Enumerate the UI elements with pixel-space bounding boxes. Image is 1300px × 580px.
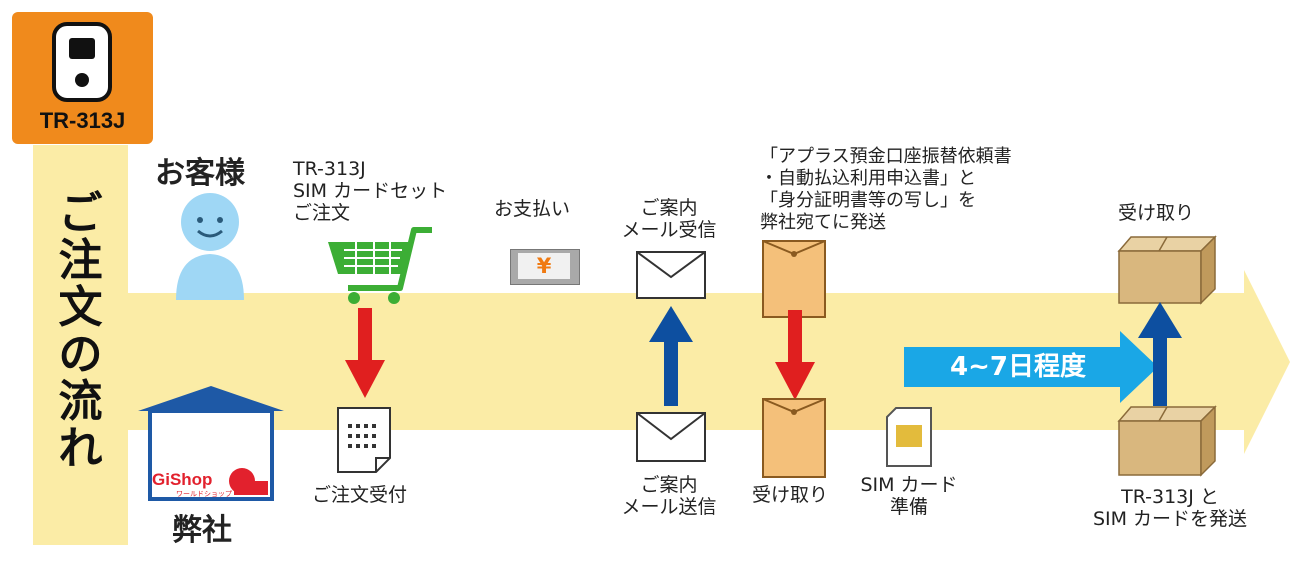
device-icon [52, 22, 112, 102]
red-arrow-docs [775, 310, 815, 400]
duration-label: 4~7日程度 [950, 352, 1086, 382]
company-house-icon [138, 386, 284, 501]
docs-envelope-icon-top [762, 240, 826, 318]
sim-prepare-label: SIM カード 準備 [860, 474, 958, 518]
package-icon-top [1117, 235, 1217, 305]
blue-arrow-mail [649, 306, 693, 406]
order-label: TR-313J SIM カードセット ご注文 [293, 158, 448, 224]
blue-arrow-delivery [1138, 302, 1182, 406]
duration-arrow [904, 331, 1158, 403]
order-form-icon [337, 407, 391, 473]
company-label: 弊社 [172, 513, 232, 548]
model-badge-label: TR-313J [39, 108, 126, 133]
docs-envelope-icon-bottom [762, 398, 826, 478]
send-docs-label: 「アプラス預金口座振替依頼書 ・自動払込利用申込書」と 「身分証明書等の写し」を… [760, 146, 1012, 233]
package-icon-bottom [1117, 405, 1217, 477]
mail-envelope-icon-top [636, 251, 706, 299]
customer-icon [176, 193, 244, 300]
shop-logo-sub: ワールドショップ [176, 490, 232, 498]
customer-label: お客様 [155, 156, 245, 191]
ship-label: TR-313J と SIM カードを発送 [1092, 486, 1248, 530]
shop-logo: GiShop [152, 470, 213, 489]
mail-send-label: ご案内 メール送信 [621, 474, 717, 518]
mail-envelope-icon-bottom [636, 412, 706, 462]
cart-icon [328, 227, 432, 304]
docs-receive-label: 受け取り [752, 484, 829, 506]
mail-received-label: ご案内 メール受信 [621, 197, 717, 241]
page-title: ご 注 文 の 流 れ [58, 188, 103, 474]
red-arrow-order [345, 308, 385, 398]
order-accept-label: ご注文受付 [312, 484, 408, 506]
title-strip [33, 145, 128, 545]
yen-icon: ¥ [518, 253, 570, 279]
customer-receive-label: 受け取り [1118, 202, 1195, 224]
payment-label: お支払い [494, 198, 571, 220]
sim-card-icon [886, 407, 932, 467]
